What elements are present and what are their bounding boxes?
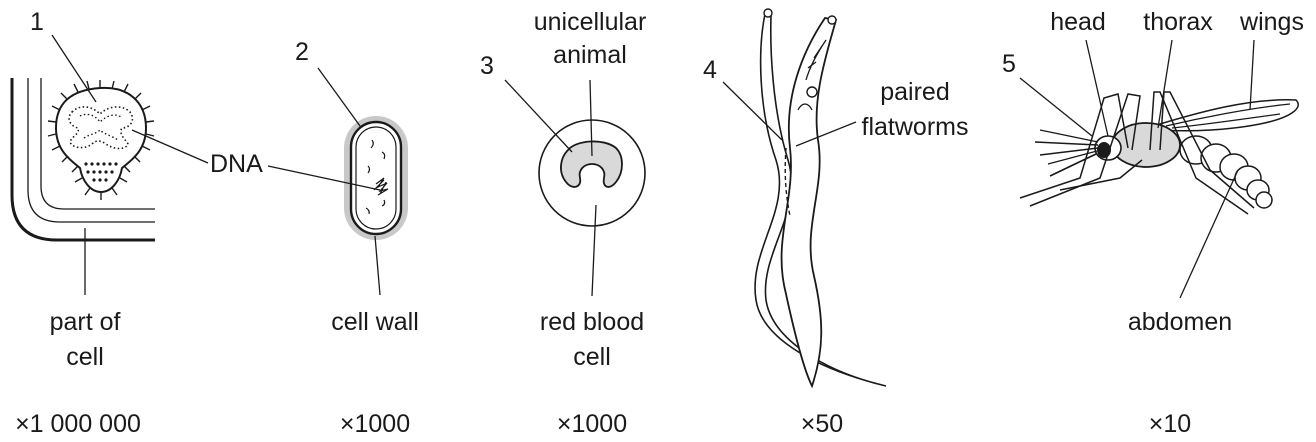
cell-label-line2: cell — [66, 343, 104, 371]
virus-capsid — [56, 88, 146, 192]
label-5-leader — [1020, 78, 1092, 136]
abdomen-label: abdomen — [1128, 308, 1232, 336]
label-4: 4 — [703, 56, 717, 84]
label-5: 5 — [1002, 50, 1016, 78]
animal-label-line2: animal — [553, 41, 627, 69]
dna-label: DNA — [210, 150, 263, 178]
panel-5-mosquito: 5 head thorax wings abdomen ×10 — [1002, 8, 1304, 438]
cell-label-line1: part of — [50, 308, 121, 336]
wings-leader — [1250, 40, 1254, 110]
bacterium-cell-wall — [351, 122, 401, 234]
magnification-1: ×1 000 000 — [15, 410, 141, 438]
rbc-label-line1: red blood — [540, 308, 644, 336]
head-label: head — [1050, 8, 1106, 36]
panel-1-virus: 1 DNA part of cell ×1 000 000 — [12, 8, 263, 438]
label-1-leader — [52, 35, 96, 102]
animal-label-line1: unicellular — [534, 8, 647, 36]
rbc-label-line2: cell — [573, 343, 611, 371]
panel-2-bacterium: 2 cell wall ×1000 — [268, 38, 419, 438]
wings-label: wings — [1239, 8, 1304, 36]
label-1: 1 — [30, 8, 44, 36]
panel-3-blood-cell: 3 unicellular animal red blood cell ×100… — [480, 8, 646, 438]
cell-wall-label: cell wall — [331, 308, 419, 336]
magnification-3: ×1000 — [557, 410, 627, 438]
label-2: 2 — [295, 38, 309, 66]
flatworm-a-sucker — [764, 9, 772, 17]
mosquito-wing — [1160, 100, 1298, 131]
magnification-4: ×50 — [801, 410, 843, 438]
magnification-2: ×1000 — [340, 410, 410, 438]
flatworms-label-line1: paired — [880, 78, 950, 106]
abdomen-leader — [1180, 170, 1238, 298]
flatworm-b-sucker-oral — [828, 16, 836, 24]
panel-4-flatworms: 4 paired flatworms ×50 — [703, 9, 968, 438]
label-3-leader — [505, 80, 572, 152]
flatworm-b-sucker-ventral — [807, 87, 817, 97]
mosquito-thorax — [1112, 123, 1180, 167]
thorax-label: thorax — [1143, 8, 1213, 36]
magnification-5: ×10 — [1149, 410, 1191, 438]
label-3: 3 — [480, 52, 494, 80]
flatworms-label-line2: flatworms — [862, 113, 969, 141]
cell-wall-leader — [375, 236, 380, 295]
label-2-leader — [318, 68, 360, 126]
